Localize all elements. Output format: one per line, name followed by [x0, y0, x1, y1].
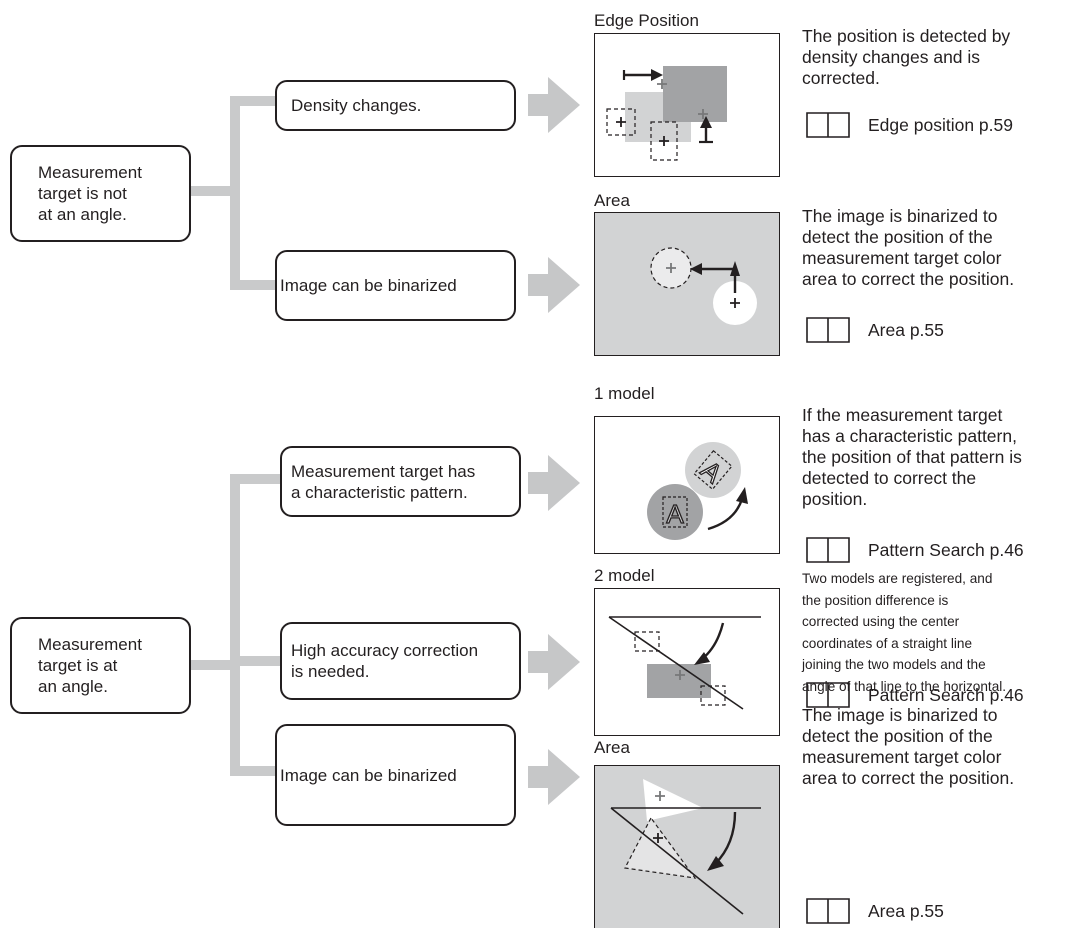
flow-arrow [528, 749, 580, 805]
condition-characteristic-pattern-box: Measurement target has a characteristic … [280, 446, 521, 517]
ref-link-text[interactable]: Pattern Search p.46 [868, 539, 1024, 560]
book-icon [806, 537, 850, 563]
condition-label: Measurement target has a characteristic … [291, 461, 476, 502]
ref-edge-position[interactable]: Edge position p.59 [806, 112, 1013, 138]
two-model-illustration [594, 588, 780, 736]
ref-pattern-search-two-model[interactable]: Pattern Search p.46 [806, 682, 1024, 708]
book-icon [806, 317, 850, 343]
condition-label: Image can be binarized [280, 765, 457, 785]
one-model-illustration: A A [594, 416, 780, 554]
description-edge-position: The position is detected by density chan… [802, 26, 1011, 88]
glyph-a: A [666, 499, 684, 529]
ref-link-text[interactable]: Area p.55 [868, 900, 944, 921]
flow-arrow [528, 257, 580, 313]
ref-area-angled[interactable]: Area p.55 [806, 898, 944, 924]
book-icon [806, 898, 850, 924]
panel-title-1-model: 1 model [594, 384, 655, 403]
target-angled-box: Measurement target is at an angle. [10, 617, 191, 714]
ref-pattern-search[interactable]: Pattern Search p.46 [806, 537, 1024, 563]
target-not-angled-box: Measurement target is not at an angle. [10, 145, 191, 242]
ref-area[interactable]: Area p.55 [806, 317, 944, 343]
panel-title-edge-position: Edge Position [594, 11, 699, 30]
area-illustration [594, 212, 780, 356]
condition-label: Image can be binarized [280, 276, 457, 295]
condition-high-accuracy-box: High accuracy correction is needed. [280, 622, 521, 700]
condition-binarized-angled-box: Image can be binarized [275, 724, 516, 826]
description-two-model: Two models are registered, and the posit… [802, 571, 1007, 694]
ref-link-text[interactable]: Edge position p.59 [868, 114, 1013, 135]
condition-label: Density changes. [291, 96, 422, 115]
flow-arrow [528, 634, 580, 690]
description-one-model: If the measurement target has a characte… [802, 405, 1022, 509]
condition-density-changes-box: Density changes. [275, 80, 516, 131]
ref-link-text[interactable]: Area p.55 [868, 319, 944, 340]
book-icon [806, 112, 850, 138]
target-not-angled-label: Measurement target is not at an angle. [38, 163, 142, 224]
condition-binarized-box: Image can be binarized [275, 250, 516, 321]
flow-arrow [528, 77, 580, 133]
target-angled-label: Measurement target is at an angle. [38, 635, 142, 696]
edge-position-illustration [594, 33, 780, 177]
ref-link-text[interactable]: Pattern Search p.46 [868, 684, 1024, 705]
description-area-angled: The image is binarized to detect the pos… [802, 705, 1015, 788]
area-angled-illustration [594, 765, 780, 928]
flow-arrow [528, 455, 580, 511]
book-icon [806, 682, 850, 708]
panel-title-area-angled: Area [594, 738, 630, 757]
description-area: The image is binarized to detect the pos… [802, 206, 1015, 289]
panel-title-2-model: 2 model [594, 566, 655, 585]
panel-title-area: Area [594, 191, 630, 210]
condition-label: High accuracy correction is needed. [291, 641, 479, 681]
